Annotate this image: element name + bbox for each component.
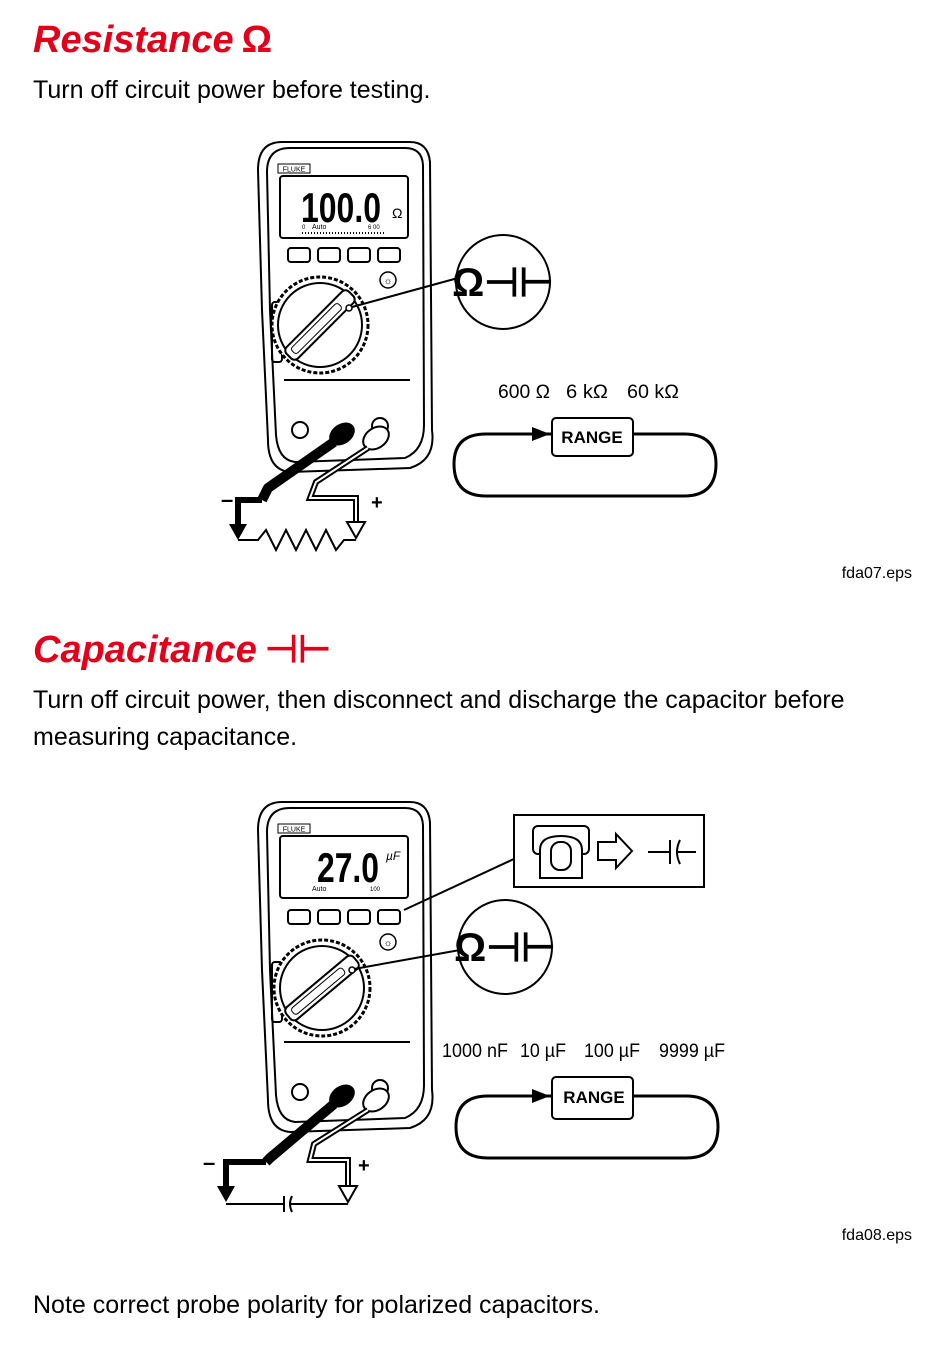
capacitance-figure: FLUKE 27.0 µF Auto 100 ☼ Ω⊣⊢: [203, 801, 725, 1213]
function-buttons: [287, 909, 401, 925]
lcd-display: [279, 175, 409, 239]
resistance-heading-text: Resistance: [33, 19, 234, 61]
brand-badge: [277, 163, 311, 174]
resistor-icon: [238, 527, 356, 553]
range-step: 100 µF: [584, 1041, 640, 1062]
capacitor-icon: [648, 839, 696, 865]
function-button[interactable]: [347, 247, 371, 263]
brand-badge: [277, 823, 311, 834]
probe-minus-label: –: [221, 487, 233, 512]
range-step: 600 Ω: [498, 382, 550, 403]
display-unit: µF: [386, 849, 401, 863]
display-mode: Auto: [312, 886, 327, 893]
display-scale-start: 0: [302, 225, 306, 231]
red-probe-lead: [305, 425, 390, 541]
range-button-label: RANGE: [561, 428, 622, 447]
capacitance-heading-text: Capacitance: [33, 629, 257, 671]
press-button-icon: [532, 825, 590, 879]
range-cycle-diagram: 1000 nF 10 µF 100 µF 9999 µF RANGE: [442, 1041, 725, 1160]
red-probe-lead: [306, 1087, 390, 1205]
figure-label-resistance: fda07.eps: [841, 565, 912, 582]
black-probe-lead: [217, 1084, 355, 1202]
backlight-button[interactable]: [379, 271, 397, 289]
probe-plus-label: +: [371, 492, 383, 514]
backlight-icon: ☼: [383, 276, 392, 287]
display-reading: 27.0: [317, 844, 379, 891]
probe-plus-label: +: [358, 1155, 370, 1177]
polarity-note: Note correct probe polarity for polarize…: [33, 1291, 600, 1319]
range-step: 1000 nF: [442, 1041, 508, 1062]
rotary-dial[interactable]: [270, 275, 370, 375]
capacitance-instruction: Turn off circuit power, then disconnect …: [33, 686, 845, 751]
dial-callout: [455, 234, 551, 330]
display-scale-end: 6 00: [368, 225, 380, 231]
dial-callout: [457, 899, 553, 995]
display-unit: Ω: [392, 205, 402, 221]
button-callout-pointer: [403, 857, 517, 911]
ohm-capacitance-icon: Ω⊣⊢: [452, 261, 554, 305]
backlight-button[interactable]: [379, 933, 397, 951]
function-button[interactable]: [317, 247, 341, 263]
brand-logo: FLUKE: [283, 827, 306, 834]
function-button[interactable]: [287, 247, 311, 263]
ohm-capacitance-icon: Ω⊣⊢: [454, 926, 556, 970]
brand-logo: FLUKE: [283, 167, 306, 174]
backlight-icon: ☼: [383, 938, 392, 949]
capacitance-heading: Capacitance⊣⊢: [33, 628, 331, 672]
function-button[interactable]: [377, 909, 401, 925]
arrow-right-icon: [597, 831, 634, 871]
capacitor-icon: ⊣⊢: [264, 629, 332, 671]
function-button[interactable]: [287, 909, 311, 925]
function-button[interactable]: [347, 909, 371, 925]
range-step: 60 kΩ: [627, 382, 679, 403]
resistance-figure: FLUKE 100.0 Ω 0 Auto 6 00 ☼ Ω⊣⊢: [221, 141, 718, 553]
range-step: 6 kΩ: [566, 382, 608, 403]
ohm-icon: Ω: [241, 19, 273, 61]
range-cycle-diagram: 600 Ω 6 kΩ 60 kΩ RANGE: [452, 382, 718, 498]
display-reading: 100.0: [301, 184, 381, 231]
resistance-instruction: Turn off circuit power before testing.: [33, 76, 431, 104]
function-buttons: [287, 247, 401, 263]
display-mode: Auto: [312, 224, 327, 231]
dial-callout-pointer: [353, 949, 461, 970]
display-scale-end: 100: [370, 887, 381, 893]
figure-label-capacitance: fda08.eps: [841, 1227, 912, 1244]
probe-minus-label: –: [203, 1150, 215, 1175]
range-button[interactable]: [551, 417, 634, 457]
capacitor-circuit-icon: [226, 1195, 348, 1213]
range-step: 10 µF: [520, 1041, 566, 1062]
rotary-dial[interactable]: [272, 938, 372, 1038]
dial-callout-pointer: [351, 277, 459, 308]
function-button[interactable]: [377, 247, 401, 263]
black-probe-lead: [229, 422, 355, 540]
function-button[interactable]: [317, 909, 341, 925]
range-button[interactable]: [551, 1076, 634, 1120]
range-button-label: RANGE: [563, 1088, 624, 1107]
range-step: 9999 µF: [659, 1041, 725, 1062]
lcd-display: [279, 835, 409, 899]
